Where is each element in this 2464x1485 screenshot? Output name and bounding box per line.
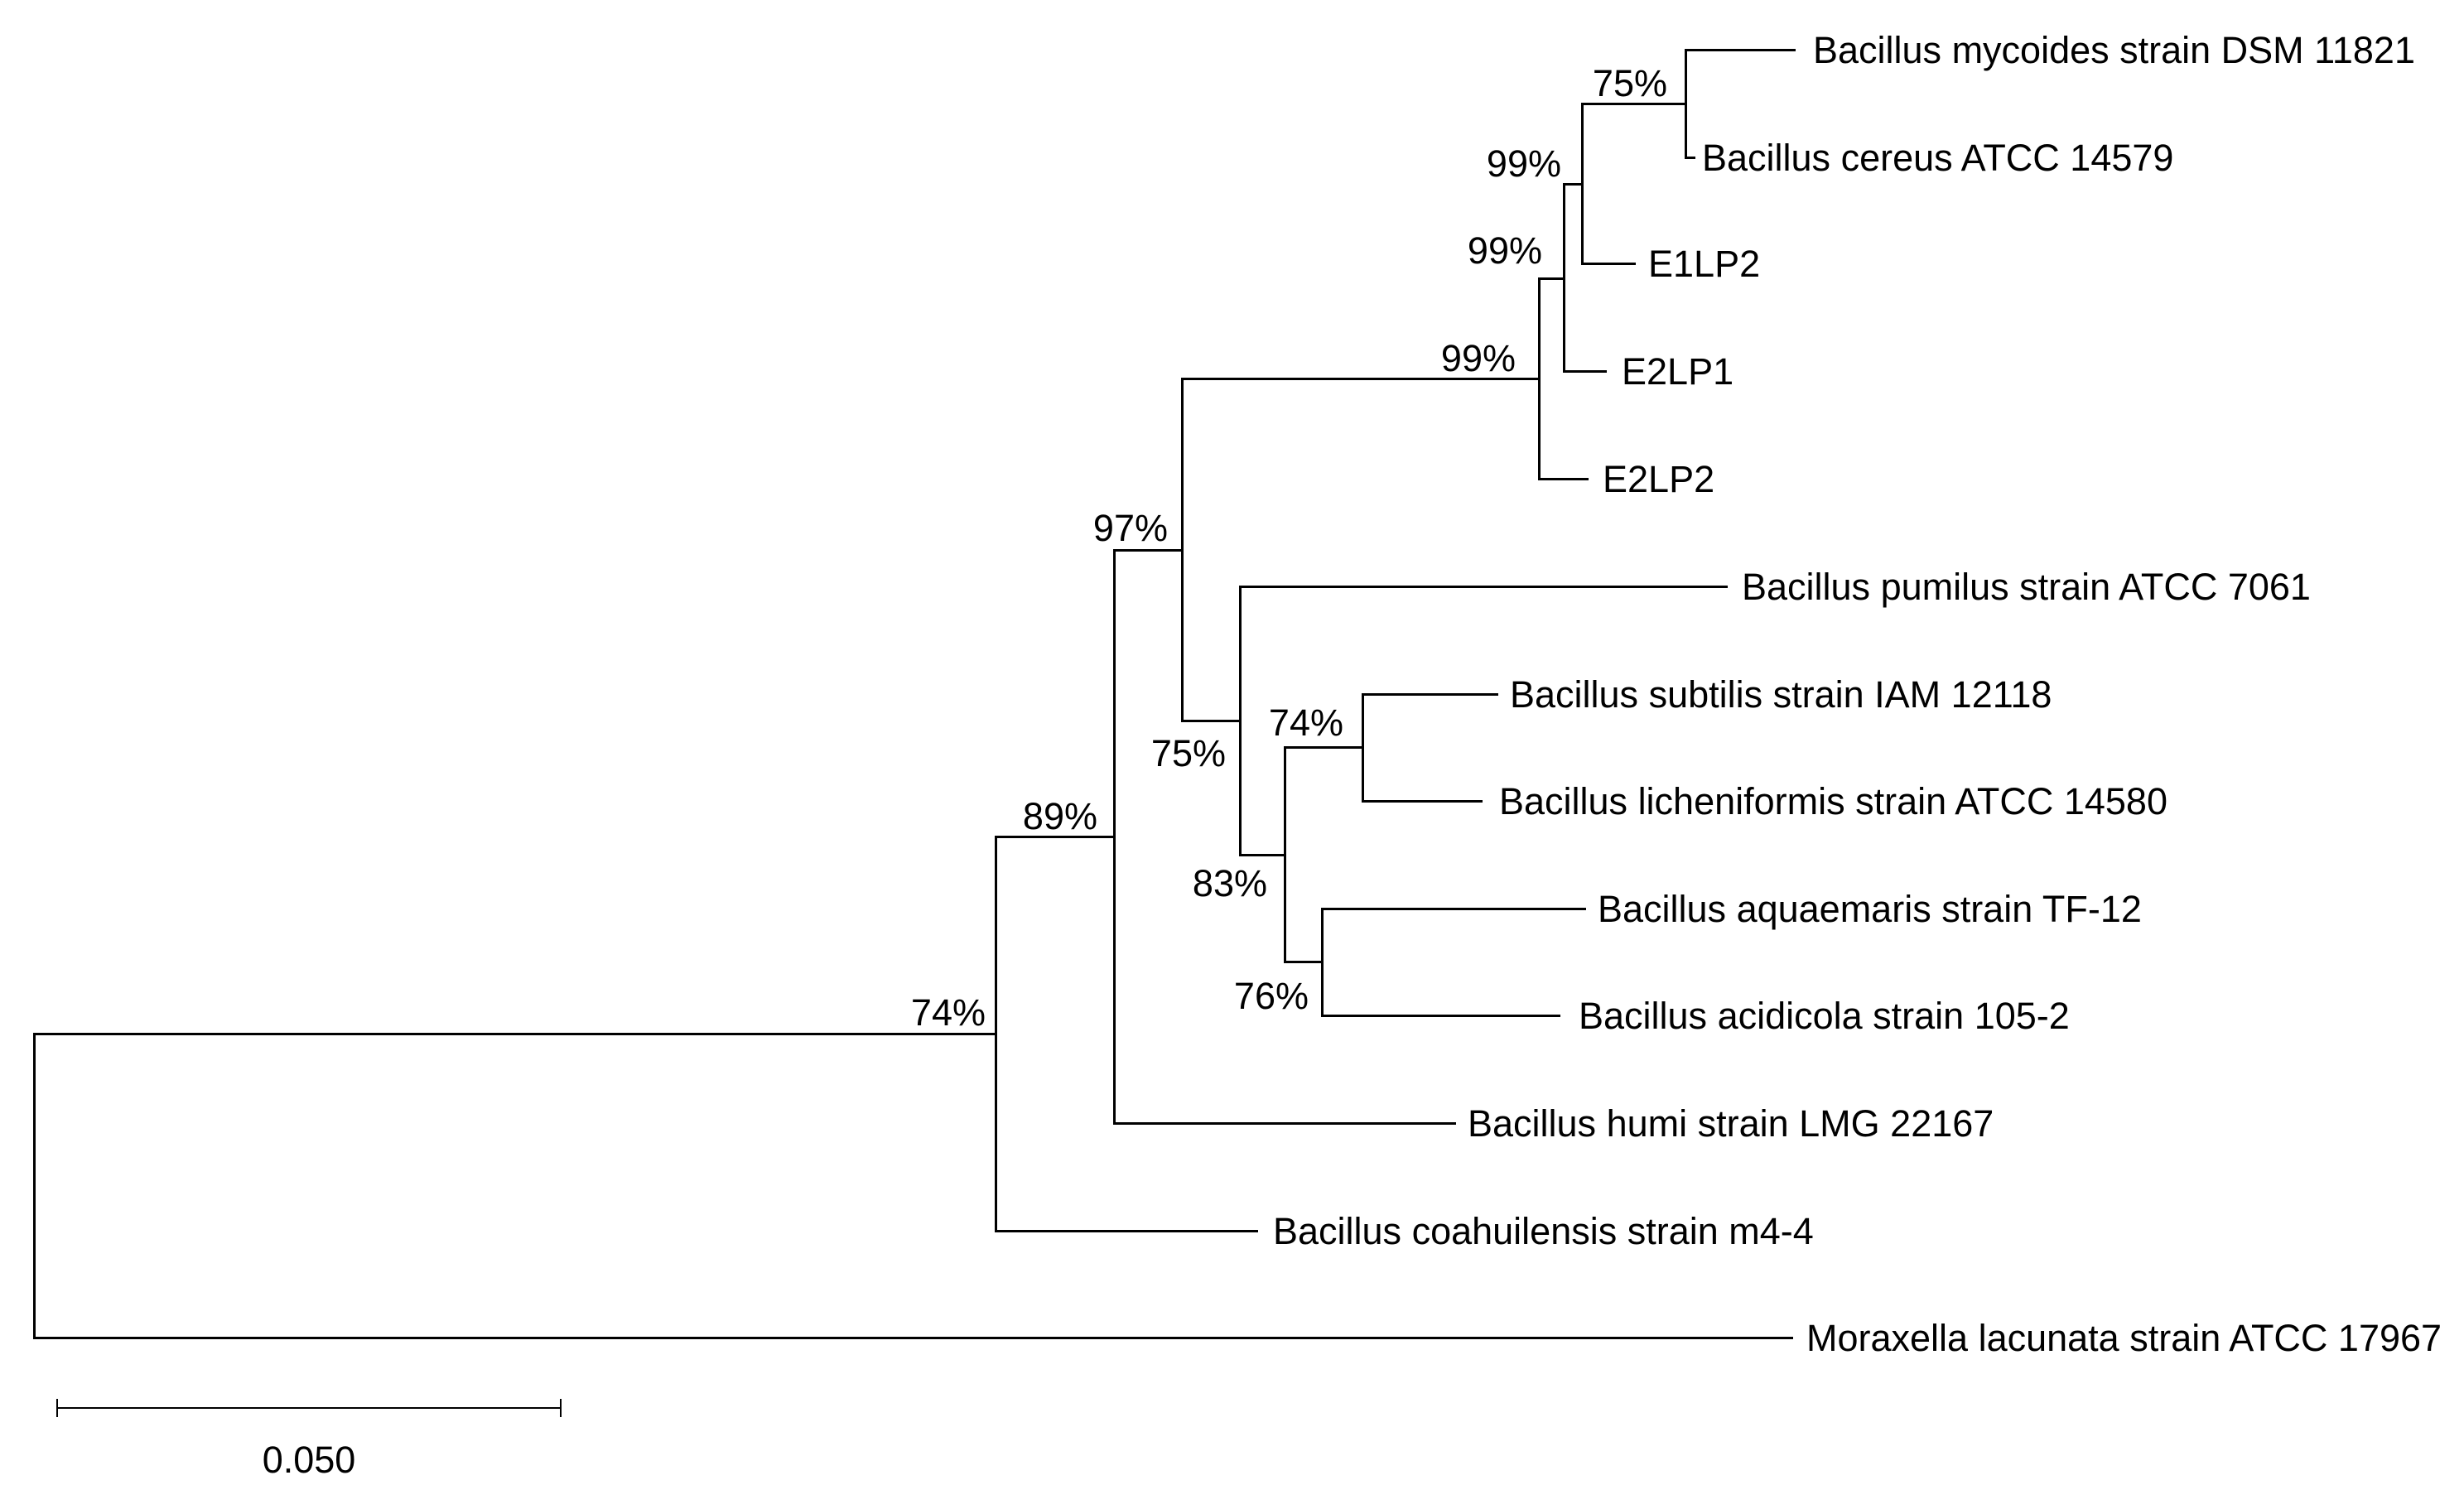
scale-bar-left-tick xyxy=(56,1399,58,1417)
taxon-bacillus-humi: Bacillus humi strain LMG 22167 xyxy=(1468,1102,1994,1145)
node-89 xyxy=(1112,548,1116,1125)
taxon-bacillus-subtilis: Bacillus subtilis strain IAM 12118 xyxy=(1510,673,2052,716)
node-75-mycoides xyxy=(1684,48,1687,159)
node-99-e2lp1 xyxy=(1562,182,1565,373)
branch-to-e2lp1 xyxy=(1564,369,1607,373)
taxon-moraxella-lacunata: Moraxella lacunata strain ATCC 17967 xyxy=(1806,1317,2442,1359)
scale-bar-right-tick xyxy=(560,1399,562,1417)
node-99-e2lp2 xyxy=(1537,277,1541,480)
branch-to-acidicola xyxy=(1322,1014,1560,1017)
branch-to-e2lp2 xyxy=(1539,477,1589,480)
branch-to-node-83 xyxy=(1240,853,1285,856)
taxon-e2lp2: E2LP2 xyxy=(1603,458,1715,500)
branch-to-node-75-pumilus xyxy=(1182,719,1240,722)
branch-to-node-89 xyxy=(996,835,1114,838)
scale-bar-label: 0.050 xyxy=(262,1439,356,1481)
branch-to-humi xyxy=(1114,1121,1456,1125)
bootstrap-75-mycoides-cereus: 75% xyxy=(1592,62,1667,104)
bootstrap-74-coahuilensis-clade: 74% xyxy=(910,991,986,1034)
scale-bar xyxy=(57,1407,561,1409)
branch-to-node-74-root xyxy=(34,1032,996,1035)
node-76 xyxy=(1320,907,1324,1017)
node-99-e1lp2 xyxy=(1580,102,1584,265)
branch-to-e1lp2 xyxy=(1582,262,1636,265)
branch-to-coahuilensis xyxy=(996,1229,1258,1232)
branch-to-mycoides xyxy=(1685,48,1796,51)
bootstrap-76-aquaemaris-acidicola: 76% xyxy=(1233,975,1309,1017)
branch-to-cereus xyxy=(1685,156,1695,159)
taxon-bacillus-mycoides: Bacillus mycoides strain DSM 11821 xyxy=(1813,29,2415,71)
bootstrap-83-subtilis-aquaemaris: 83% xyxy=(1192,862,1267,904)
branch-to-pumilus xyxy=(1240,585,1728,588)
bootstrap-75-pumilus-clade: 75% xyxy=(1150,732,1226,774)
taxon-bacillus-acidicola: Bacillus acidicola strain 105-2 xyxy=(1579,995,2070,1037)
node-74-root xyxy=(994,835,997,1232)
bootstrap-97-upper-clade: 97% xyxy=(1092,507,1168,549)
node-75-pumilus xyxy=(1238,585,1242,856)
taxon-bacillus-licheniformis: Bacillus licheniformis strain ATCC 14580 xyxy=(1499,780,2167,822)
taxon-bacillus-coahuilensis: Bacillus coahuilensis strain m4-4 xyxy=(1273,1210,1814,1252)
node-74-subtilis xyxy=(1361,692,1364,803)
taxon-e2lp1: E2LP1 xyxy=(1622,350,1734,393)
branch-to-node-99-e2lp2 xyxy=(1182,377,1539,380)
bootstrap-74-subtilis-licheniformis: 74% xyxy=(1268,702,1343,744)
branch-to-node-99-e1lp2 xyxy=(1564,182,1582,186)
node-root xyxy=(32,1032,36,1339)
node-83 xyxy=(1283,745,1286,963)
branch-to-licheniformis xyxy=(1362,799,1483,803)
branch-to-subtilis xyxy=(1362,692,1498,696)
branch-to-aquaemaris xyxy=(1322,907,1586,910)
taxon-bacillus-cereus: Bacillus cereus ATCC 14579 xyxy=(1702,137,2174,179)
taxon-e1lp2: E1LP2 xyxy=(1648,243,1761,285)
branch-to-node-99-e2lp1 xyxy=(1539,277,1564,280)
taxon-bacillus-aquaemaris: Bacillus aquaemaris strain TF-12 xyxy=(1598,888,2142,930)
branch-to-node-97 xyxy=(1114,548,1182,552)
taxon-bacillus-pumilus: Bacillus pumilus strain ATCC 7061 xyxy=(1742,566,2311,608)
bootstrap-99-e1lp2-clade: 99% xyxy=(1486,142,1561,185)
bootstrap-89-humi-clade: 89% xyxy=(1022,795,1097,837)
branch-to-node-76 xyxy=(1285,960,1322,963)
bootstrap-99-e2lp2-clade: 99% xyxy=(1440,337,1516,379)
branch-to-node-75-mycoides xyxy=(1582,102,1685,105)
bootstrap-99-e2lp1-clade: 99% xyxy=(1467,229,1542,272)
node-97 xyxy=(1180,377,1184,722)
branch-to-moraxella xyxy=(34,1336,1793,1339)
branch-to-node-74-subtilis xyxy=(1285,745,1362,749)
